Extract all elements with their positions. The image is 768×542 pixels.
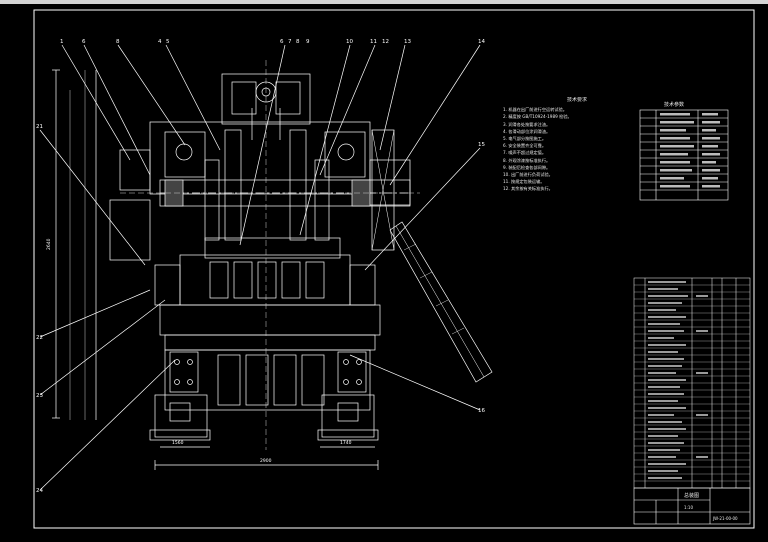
balloon-10: 10: [346, 39, 353, 45]
balloon-8: 8: [296, 39, 300, 45]
note-line: 1. 机器在出厂前进行空运转试验。: [503, 107, 567, 113]
balloon-12: 12: [382, 39, 389, 45]
cad-canvas[interactable]: 1 6 8 4 5 6 7 8 9 10 11 12 13 14 15 16 2…: [0, 4, 768, 542]
note-line: 5. 电气部分按图施工。: [503, 136, 547, 142]
machine-elevation: [39, 44, 493, 491]
note-line: 2. 精度按 GB/T10924-1989 检验。: [503, 114, 572, 120]
parts-list-rows: [634, 284, 750, 482]
balloon-24: 24: [36, 488, 43, 494]
balloon-4: 4: [158, 39, 162, 45]
note-line: 4. 各滑动部位涂润滑油。: [503, 128, 551, 134]
balloon-9: 9: [306, 39, 310, 45]
note-line: 12. 其余按有关标准执行。: [503, 186, 553, 192]
note-line: 3. 润滑各处按要求注油。: [503, 121, 551, 127]
dimension-text: 2900 1560 1740 2640: [46, 238, 352, 464]
balloon-5: 5: [166, 39, 170, 45]
title-block-code: JW-21-00-00: [712, 516, 738, 521]
balloon-16: 16: [478, 408, 485, 414]
balloon-21: 21: [36, 124, 43, 130]
balloon-15: 15: [478, 142, 485, 148]
balloon-7: 7: [288, 39, 292, 45]
parameter-table-fill: [660, 113, 720, 188]
title-block: [633, 487, 751, 525]
title-block-scale: 1:10: [684, 505, 693, 510]
title-block-name: 总装图: [684, 492, 699, 499]
balloon-1: 1: [60, 39, 64, 45]
note-line: 11. 按规定包装运输。: [503, 179, 545, 185]
dim-left-foot: 1560: [172, 440, 184, 446]
balloon-8-left: 8: [116, 39, 120, 45]
dim-right-foot: 1740: [340, 440, 352, 446]
balloon-22: 22: [36, 335, 43, 341]
note-line: 8. 外观涂漆按标准执行。: [503, 157, 551, 163]
drawing-frame: [33, 9, 755, 529]
note-line: 7. 噪声不超过规定值。: [503, 150, 547, 156]
drawing-svg: 1 6 8 4 5 6 7 8 9 10 11 12 13 14 15 16 2…: [33, 9, 755, 529]
balloon-14: 14: [478, 39, 485, 45]
technical-notes: 技术要求 1. 机器在出厂前进行空运转试验。 2. 精度按 GB/T10924-…: [503, 97, 631, 193]
balloon-11: 11: [370, 39, 377, 45]
part-balloons: 1 6 8 4 5 6 7 8 9 10 11 12 13 14 15 16 2…: [36, 39, 485, 494]
parts-list-text-strokes: [648, 281, 708, 479]
parameter-table: [639, 109, 729, 201]
note-line: 6. 安全装置齐全可靠。: [503, 143, 547, 149]
balloon-6-left: 6: [82, 39, 86, 45]
note-line: 9. 装配后检查各部间隙。: [503, 164, 551, 170]
window-top-bar: [0, 0, 768, 4]
note-line: 10. 出厂前进行负荷试验。: [503, 172, 553, 178]
balloon-13: 13: [404, 39, 411, 45]
balloon-6: 6: [280, 39, 284, 45]
dim-overall-height: 2640: [46, 238, 52, 250]
balloon-23: 23: [36, 393, 43, 399]
dim-overall-width: 2900: [260, 458, 272, 464]
centerlines: [120, 60, 420, 450]
technical-notes-title: 技术要求: [566, 97, 587, 103]
parameter-table-title: 技术参数: [664, 101, 684, 108]
